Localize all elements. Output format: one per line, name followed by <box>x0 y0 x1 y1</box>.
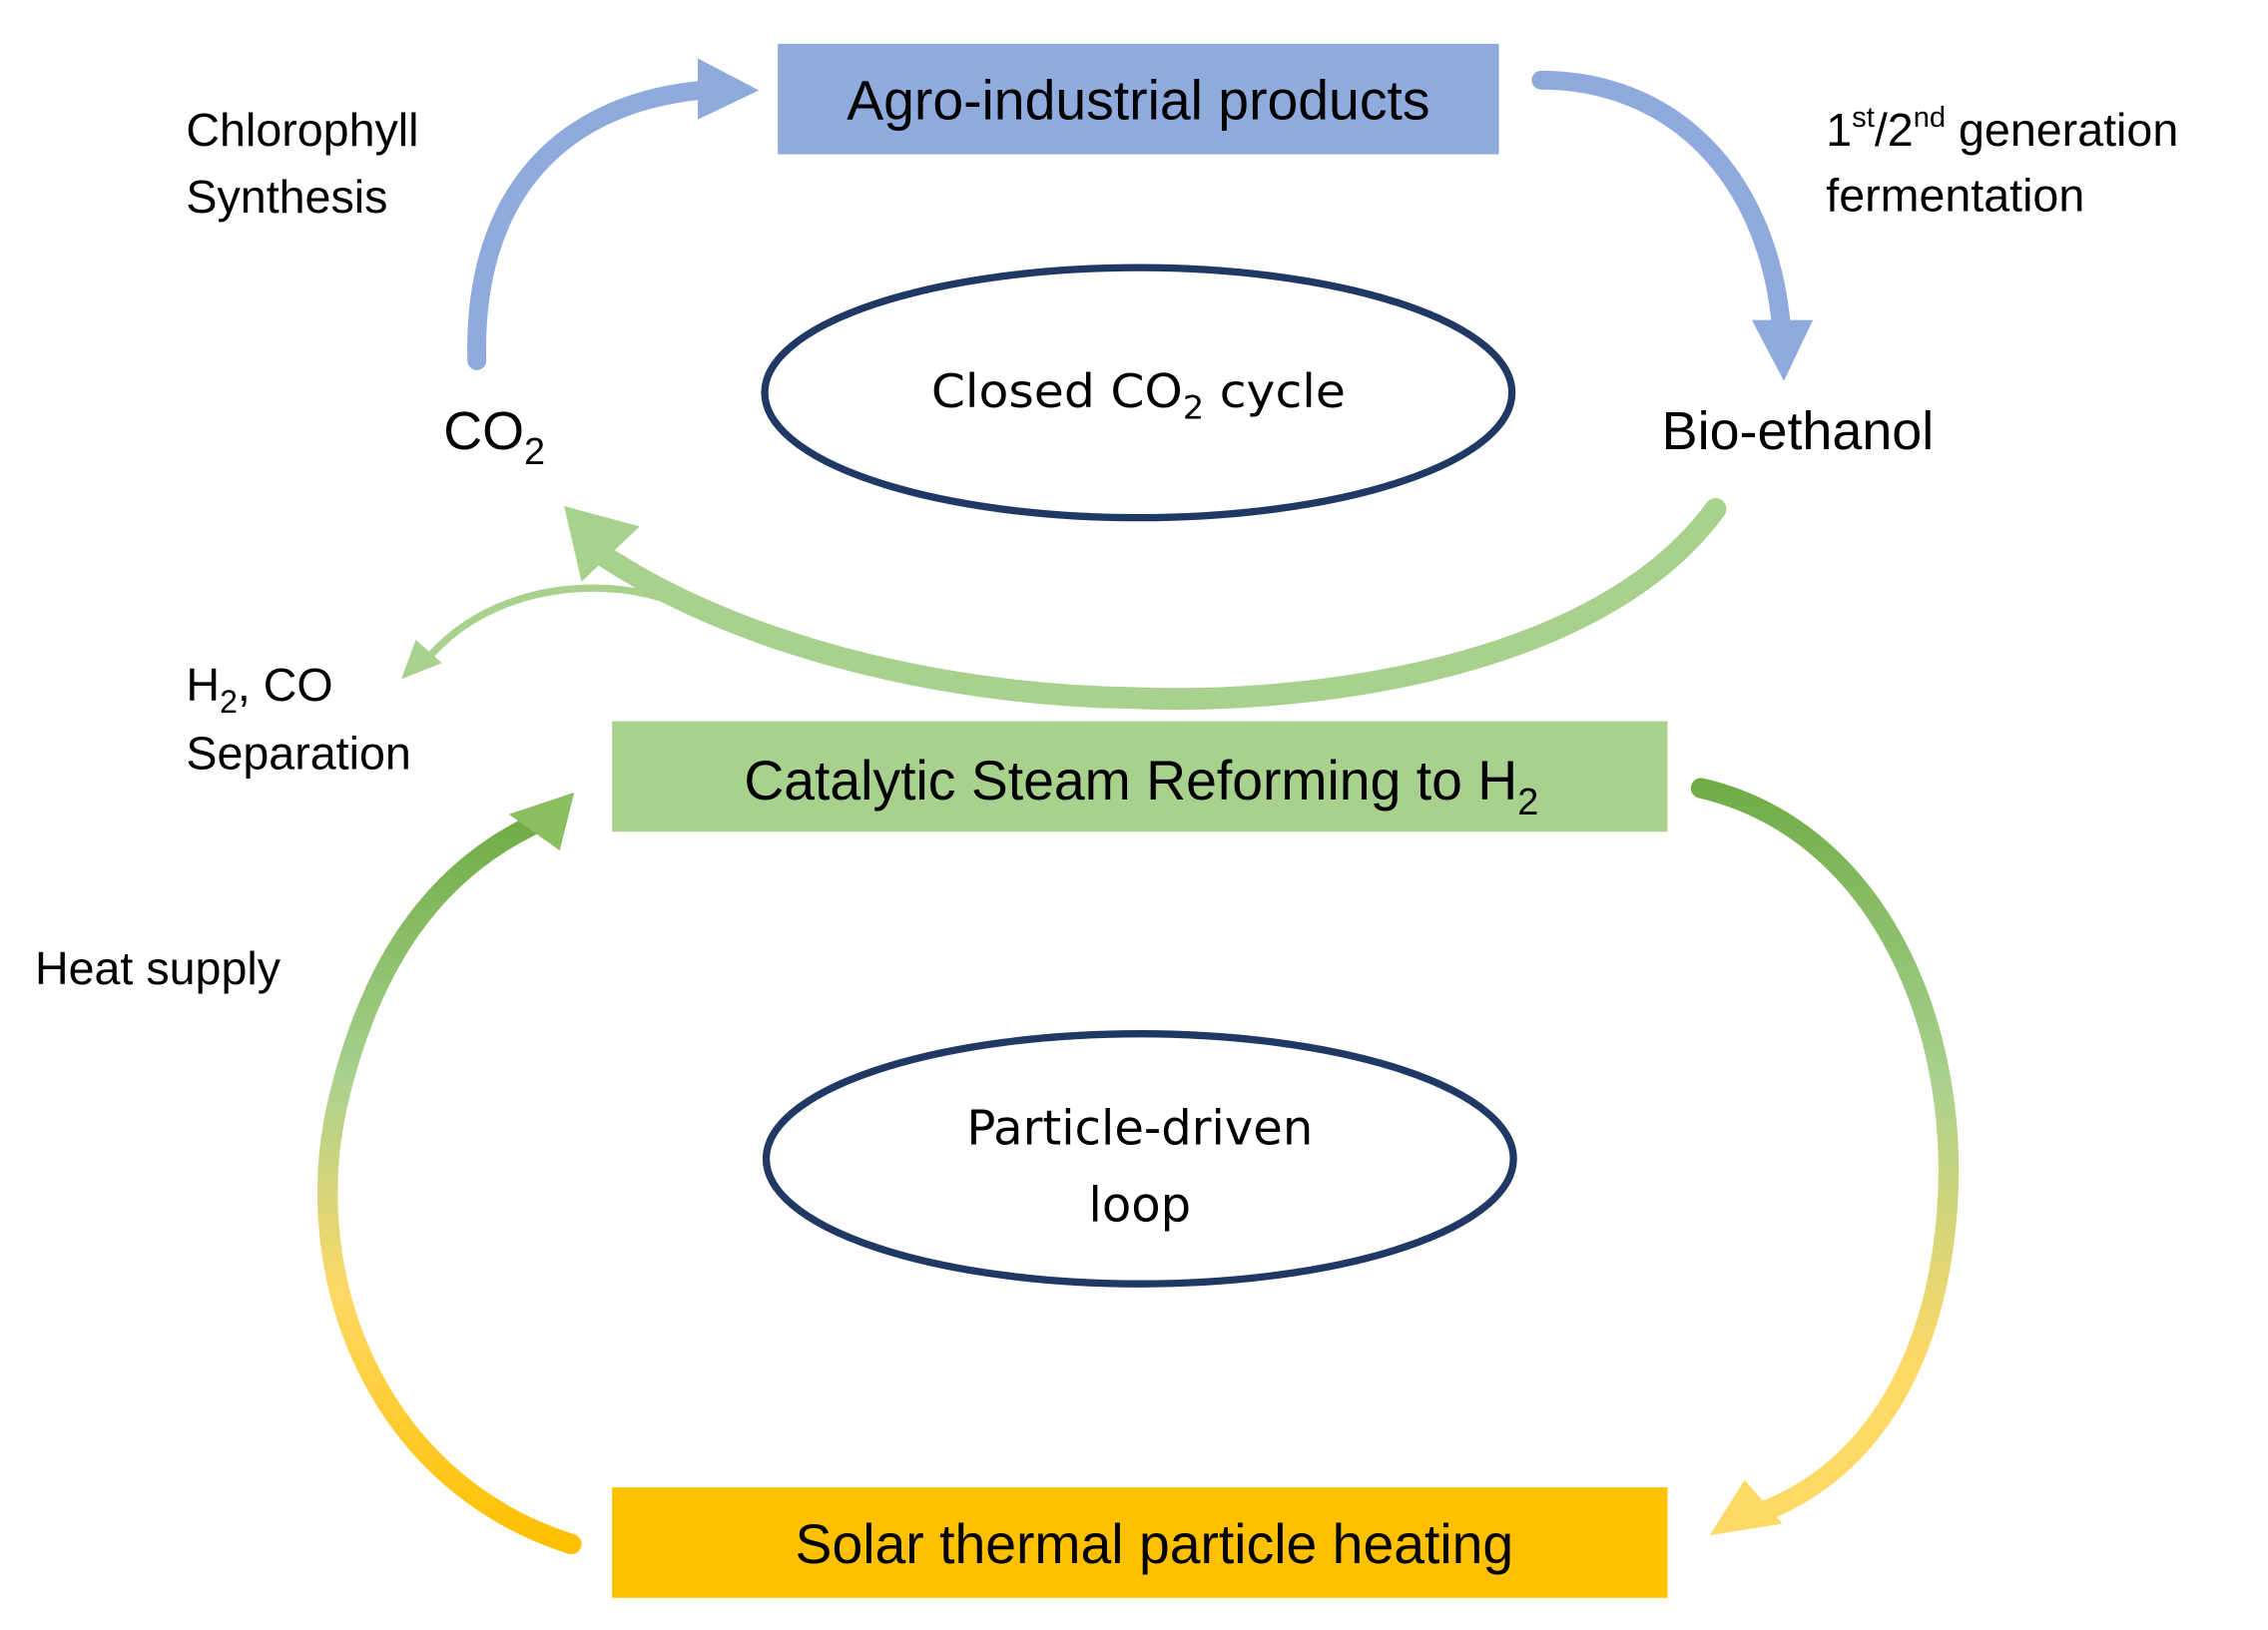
synthesis-label: Synthesis <box>186 171 387 223</box>
arrow-reforming-to-solar <box>1690 778 1960 1536</box>
solar-thermal-heating-box: Solar thermal particle heating <box>612 1487 1668 1598</box>
particle-driven-loop-ellipse: Particle-driven loop <box>762 1030 1517 1288</box>
svg-text:Particle-driven: Particle-driven <box>966 1100 1313 1156</box>
separation-label: Separation <box>186 728 410 780</box>
fermentation-label: fermentation <box>1826 169 2084 221</box>
chlorophyll-label: Chlorophyll <box>186 104 418 156</box>
svg-text:Catalytic Steam Reforming to H: Catalytic Steam Reforming to H2 <box>744 750 1538 823</box>
h2-co-label: H2, CO <box>186 659 332 720</box>
heat-supply-label: Heat supply <box>35 942 282 994</box>
arrow-co2-to-agro <box>467 58 760 370</box>
generation-label: 1st/2nd generation <box>1826 102 2178 156</box>
agro-industrial-products-box: Agro-industrial products <box>778 43 1499 155</box>
svg-text:Solar thermal particle heating: Solar thermal particle heating <box>796 1513 1514 1575</box>
arrow-h2co-separation <box>400 584 683 680</box>
svg-text:Agro-industrial products: Agro-industrial products <box>847 70 1429 132</box>
svg-text:Closed CO2 cycle: Closed CO2 cycle <box>931 364 1346 427</box>
svg-text:loop: loop <box>1089 1178 1192 1234</box>
co2-label: CO2 <box>443 401 545 473</box>
arrow-heat-supply <box>316 792 582 1555</box>
bio-ethanol-label: Bio-ethanol <box>1662 401 1935 461</box>
arrow-agro-to-bioethanol <box>1531 70 1814 381</box>
catalytic-steam-reforming-box: Catalytic Steam Reforming to H2 <box>612 721 1668 832</box>
arrow-bioethanol-to-co2 <box>564 498 1727 711</box>
